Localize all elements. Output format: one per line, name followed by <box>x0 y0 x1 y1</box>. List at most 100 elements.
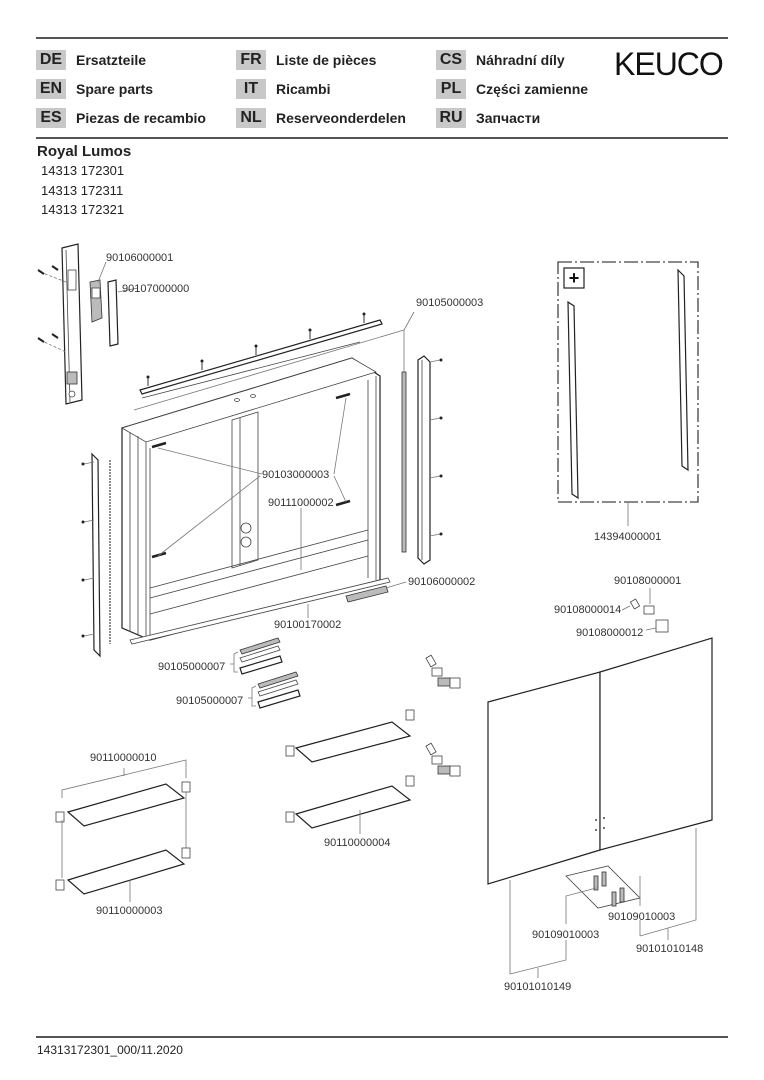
product-title: Royal Lumos <box>37 143 132 160</box>
lang-text: Náhradní díly <box>476 52 565 68</box>
hinge-set <box>425 742 461 777</box>
screw-icon <box>200 359 204 370</box>
lang-text: Liste de pièces <box>276 52 377 68</box>
keuco-logo: KEUCO <box>614 46 724 82</box>
cabinet-body <box>121 357 381 641</box>
screw-icon <box>439 474 443 478</box>
part-label: 90110000004 <box>324 837 390 849</box>
screw-icon <box>51 265 59 271</box>
part-label: 90105000007 <box>158 661 225 673</box>
shelf-support-icon <box>285 745 295 757</box>
screw-icon <box>51 333 59 339</box>
lang-row-nl: NL Reserveonderdelen <box>236 107 406 129</box>
plus-icon: + <box>569 268 580 288</box>
screw-icon <box>81 634 85 638</box>
part-90110000010: 90110000010 <box>55 752 191 827</box>
right-side-profile <box>417 355 443 565</box>
left-mounting-rail <box>37 243 83 405</box>
part-label: 90108000014 <box>554 604 621 616</box>
part-90103000003: 90103000003 <box>157 397 347 557</box>
part-label: 90101010149 <box>504 981 571 993</box>
part-label: 90105000007 <box>176 695 243 707</box>
part-90106000002: 90106000002 <box>345 576 475 603</box>
lang-code: DE <box>36 50 66 70</box>
part-90100170002: 90100170002 <box>129 577 391 645</box>
mirror-doors <box>487 637 713 885</box>
shelf-support-icon <box>181 781 191 793</box>
shelf-support-icon <box>285 811 295 823</box>
screw-icon <box>81 520 85 524</box>
left-side-strip <box>81 452 111 658</box>
lang-code: IT <box>236 79 266 99</box>
part-90111000002: 90111000002 <box>268 497 334 570</box>
part-14394000001: + 14394000001 <box>557 261 699 543</box>
part-label: 90106000001 <box>106 252 173 264</box>
part-90106000001: 90106000001 <box>89 252 173 323</box>
screw-icon <box>439 532 443 536</box>
lang-code: CS <box>436 50 466 70</box>
part-90110000003: 90110000003 <box>55 792 191 917</box>
part-90110000004: 90110000004 <box>285 775 415 849</box>
document-code: 14313172301_000/11.2020 <box>37 1043 183 1057</box>
part-label: 90111000002 <box>268 497 334 509</box>
part-label: 90105000003 <box>416 297 483 309</box>
screw-icon <box>81 578 85 582</box>
screw-icon <box>81 462 85 466</box>
screw-icon <box>37 269 45 275</box>
lang-row-en: EN Spare parts <box>36 78 153 100</box>
header-bottom-rule <box>36 137 728 139</box>
screw-icon <box>439 358 443 362</box>
part-90101010148: 90101010148 <box>636 828 703 955</box>
footer-rule <box>36 1036 728 1038</box>
lang-row-pl: PL Części zamienne <box>436 78 588 100</box>
lang-text: Części zamienne <box>476 81 589 97</box>
lang-code: ES <box>36 108 66 128</box>
article-number: 14313 172321 <box>41 202 125 217</box>
lang-text: Piezas de recambio <box>76 110 206 126</box>
article-number: 14313 172311 <box>41 183 124 198</box>
shelf-support-icon <box>405 775 415 787</box>
lang-text: Ricambi <box>276 81 331 97</box>
lang-text: Запчасти <box>476 110 541 126</box>
lang-row-it: IT Ricambi <box>236 78 330 100</box>
part-90108000014: 90108000014 <box>554 598 641 616</box>
part-label: 90107000000 <box>122 283 189 295</box>
part-label: 90108000012 <box>576 627 643 639</box>
part-90108000001: 90108000001 <box>614 575 681 615</box>
part-label: 90101010148 <box>636 943 703 955</box>
article-number: 14313 172301 <box>41 163 125 178</box>
part-label: 90109010003 <box>532 929 599 941</box>
lang-row-es: ES Piezas de recambio <box>36 107 206 129</box>
part-label: 90100170002 <box>274 619 341 631</box>
lang-code: NL <box>236 108 266 128</box>
part-label: 90110000003 <box>96 905 162 917</box>
lang-row-ru: RU Запчасти <box>436 107 540 129</box>
part-90107000000: 90107000000 <box>107 279 189 347</box>
top-cover-strip <box>139 312 383 399</box>
part-label: 14394000001 <box>594 531 661 543</box>
part-90105000003: 90105000003 <box>133 297 483 553</box>
shelf-support-icon <box>405 709 415 721</box>
screw-icon <box>439 416 443 420</box>
screw-icon <box>308 328 312 339</box>
part-90105000007-a: 90105000007 <box>158 637 283 675</box>
part-90105000007-b: 90105000007 <box>176 671 301 709</box>
lang-code: EN <box>36 79 66 99</box>
hinge-set <box>425 654 461 689</box>
lang-row-de: DE Ersatzteile <box>36 49 146 71</box>
shelf-upper-mid <box>285 709 415 763</box>
lang-code: PL <box>436 79 466 99</box>
part-label: 90103000003 <box>262 469 329 481</box>
part-90101010149: 90101010149 <box>504 880 571 993</box>
lang-code: FR <box>236 50 266 70</box>
part-label: 90110000010 <box>90 752 156 764</box>
part-label: 90109010003 <box>608 911 675 923</box>
part-90109010003-set: 90109010003 90109010003 <box>532 865 675 941</box>
screw-icon <box>362 312 366 323</box>
lang-text: Ersatzteile <box>76 52 147 68</box>
lang-text: Spare parts <box>76 81 154 97</box>
screw-icon <box>254 344 258 355</box>
lang-text: Reserveonderdelen <box>276 110 406 126</box>
part-label: 90106000002 <box>408 576 475 588</box>
part-label: 90108000001 <box>614 575 681 587</box>
